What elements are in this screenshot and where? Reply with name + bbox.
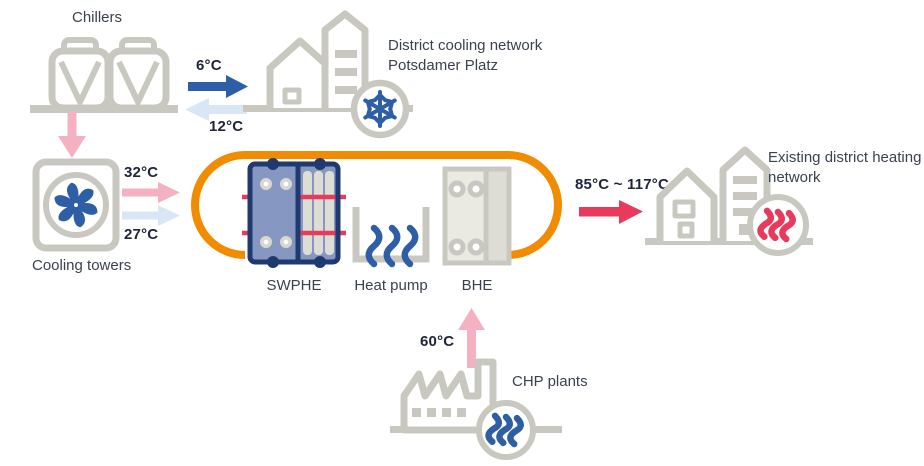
heat-waves-red-icon <box>757 207 796 243</box>
loop-ring <box>191 151 562 259</box>
heat-waves-blue-circle-icon <box>485 412 524 448</box>
district-cooling-label-line1: District cooling network <box>388 37 543 54</box>
swphe-label: SWPHE <box>266 277 322 294</box>
chp-label: CHP plants <box>512 373 588 390</box>
heat-waves-blue-icon <box>352 207 430 268</box>
district-heating-label-line2: network <box>768 169 821 186</box>
chiller-tanks-icon <box>30 37 178 113</box>
cold-supply-temp: 6°C <box>196 57 222 74</box>
tower-return-arrow-right-icon <box>122 205 180 226</box>
factory-heat-blue-icon <box>390 358 562 460</box>
tower-supply-arrow-right-icon <box>122 182 180 203</box>
plate-heat-exchanger-gray-icon <box>442 166 512 266</box>
chp-supply-temp: 60°C <box>420 333 455 350</box>
cold-supply-arrow-right-icon <box>188 75 248 98</box>
heat-pump-label: Heat pump <box>354 277 428 294</box>
heating-supply-arrow-right-icon <box>579 200 643 224</box>
chillers-label: Chillers <box>72 9 123 26</box>
cold-return-temp: 12°C <box>209 118 244 135</box>
tower-supply-temp: 32°C <box>124 164 159 181</box>
bhe-label: BHE <box>461 277 493 294</box>
chiller-reject-arrow-down-icon <box>58 112 86 158</box>
district-heating-label: Existing district heating network <box>768 148 924 188</box>
district-heating-label-line1: Existing district heating <box>768 149 922 166</box>
cooling-buildings-icon <box>243 10 413 112</box>
cold-return-arrow-left-icon <box>185 98 247 121</box>
cooling-towers-label: Cooling towers <box>32 257 132 274</box>
district-cooling-label-line2: Potsdamer Platz <box>388 57 499 74</box>
heating-supply-temp: 85°C ~ 117°C <box>575 176 670 193</box>
buildings-heat-red-icon <box>645 146 813 256</box>
fan-icon <box>32 158 120 252</box>
chiller-base <box>30 105 178 113</box>
chp-supply-arrow-up-icon <box>458 308 485 368</box>
tower-return-temp: 27°C <box>124 226 159 243</box>
snowflake-icon <box>350 79 410 139</box>
district-cooling-label: District cooling network Potsdamer Platz <box>388 36 558 76</box>
plate-heat-exchanger-blue-icon <box>242 158 346 268</box>
